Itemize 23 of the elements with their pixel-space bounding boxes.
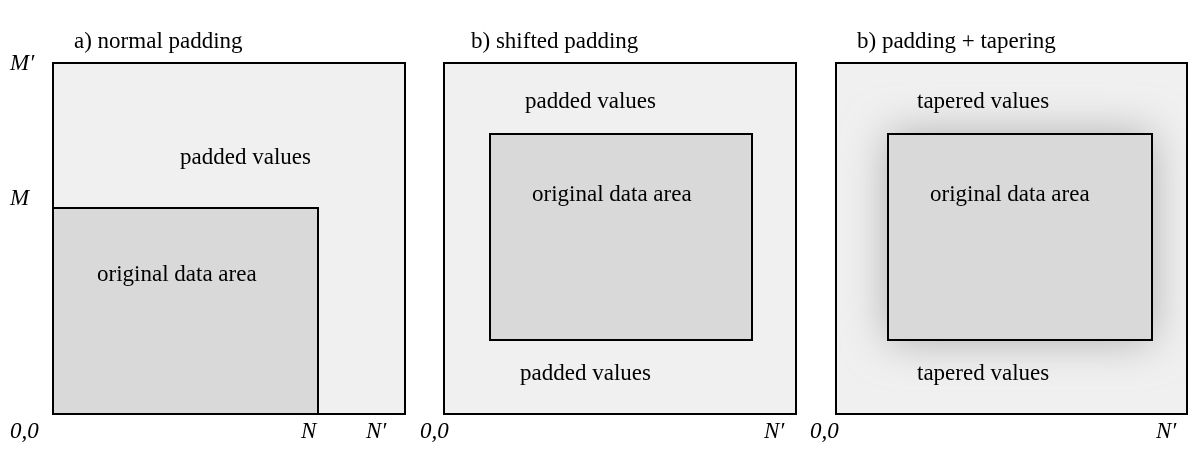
region-label: padded values xyxy=(525,88,656,115)
axis-label: N xyxy=(301,418,317,444)
axis-label: M xyxy=(10,185,30,211)
panel-title: b) padding + tapering xyxy=(857,28,1056,55)
panel-title: a) normal padding xyxy=(74,28,243,55)
region-label: original data area xyxy=(532,181,693,208)
axis-label: M′ xyxy=(10,50,35,76)
data-area-box xyxy=(887,133,1153,341)
data-area-box xyxy=(52,207,319,415)
region-label: padded values xyxy=(520,360,651,387)
axis-label: 0,0 xyxy=(810,418,839,444)
region-label: padded values xyxy=(180,144,311,171)
region-label: original data area xyxy=(930,181,1091,208)
region-label: tapered values xyxy=(917,360,1050,387)
data-area-box xyxy=(489,133,753,341)
axis-label: N′ xyxy=(366,418,387,444)
region-label: tapered values xyxy=(917,88,1050,115)
axis-label: 0,0 xyxy=(10,418,39,444)
panel-title: b) shifted padding xyxy=(471,28,639,55)
region-label: original data area xyxy=(97,261,258,288)
axis-label: N′ xyxy=(764,418,785,444)
axis-label: 0,0 xyxy=(420,418,449,444)
axis-label: N′ xyxy=(1156,418,1177,444)
